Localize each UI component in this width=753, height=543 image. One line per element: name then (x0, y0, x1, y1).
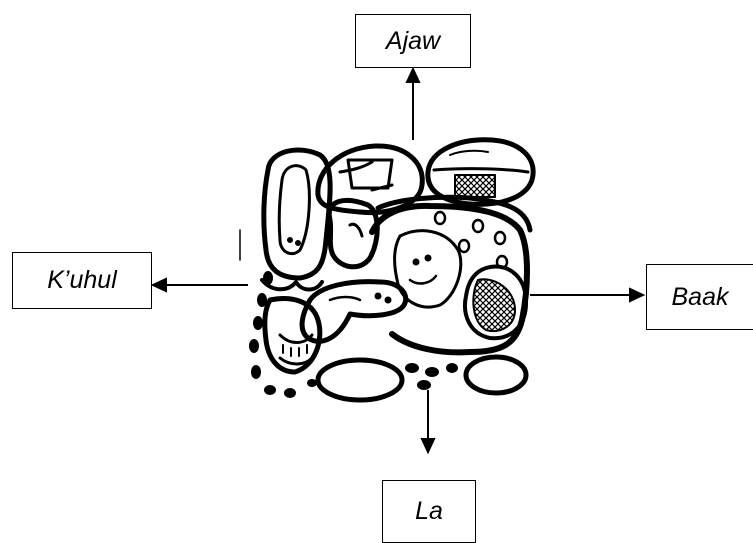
label-ajaw: Ajaw (355, 14, 471, 68)
arrow-left (153, 279, 248, 291)
maya-glyph (240, 140, 533, 400)
arrow-right (530, 289, 643, 301)
label-kuhul: K’uhul (12, 252, 152, 309)
glyph-left-element (240, 150, 330, 290)
glyph-top-right-dome (428, 140, 533, 205)
label-la-text: La (415, 497, 443, 526)
label-ajaw-text: Ajaw (386, 27, 440, 56)
arrow-up (407, 69, 419, 140)
arrow-down (422, 390, 434, 452)
glyph-lower-left-element (265, 299, 320, 372)
glyph-dots-bottom (405, 363, 458, 390)
label-kuhul-text: K’uhul (47, 266, 117, 295)
label-baak: Baak (646, 264, 753, 330)
glyph-bottom-ovals (318, 357, 526, 400)
label-baak-text: Baak (672, 283, 729, 312)
glyph-right-element (465, 266, 526, 338)
label-la: La (382, 480, 476, 543)
